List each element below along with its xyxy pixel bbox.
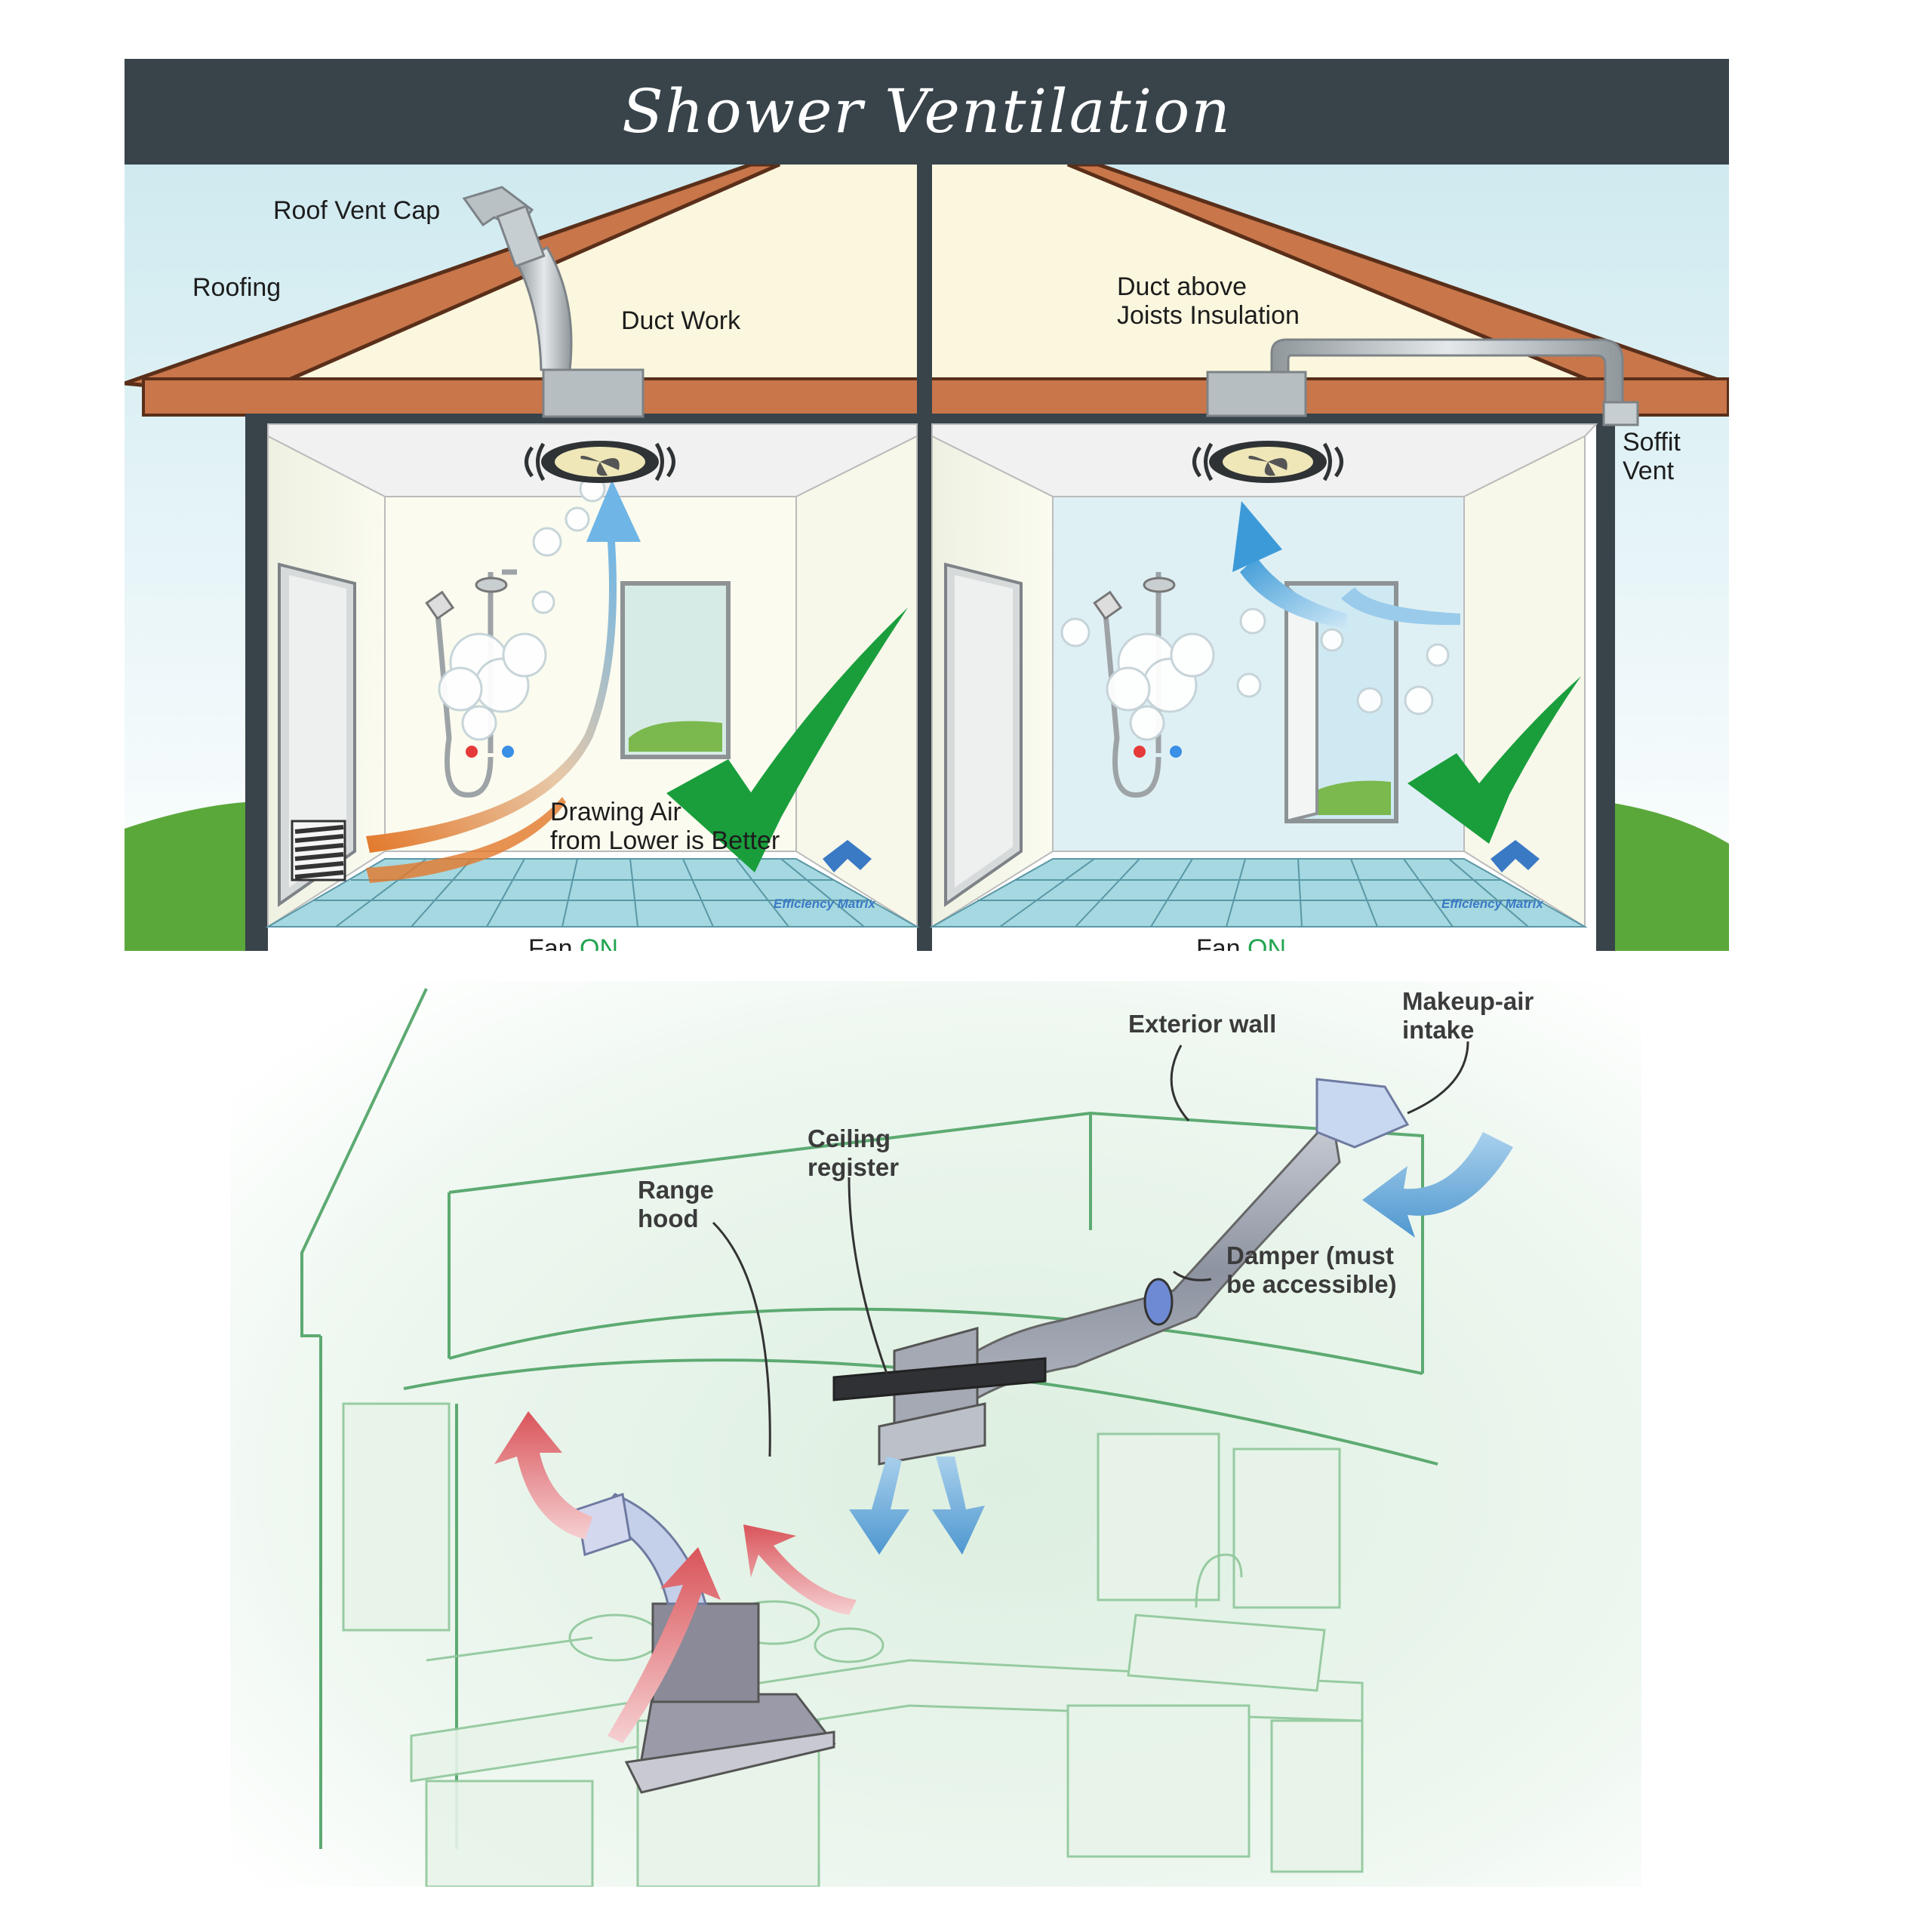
brand-right: Efficiency Matrix <box>1441 897 1543 911</box>
label-exterior-wall: Exterior wall <box>1128 1010 1277 1038</box>
label-damper-1: Damper (must <box>1226 1241 1394 1269</box>
grass-left <box>125 802 245 951</box>
label-soffit-2: Vent <box>1623 457 1675 485</box>
logo-icon <box>823 840 872 872</box>
makeup-air-duct <box>832 1078 1410 1466</box>
air-flow-arrow <box>366 542 617 853</box>
kitchen-cabinets <box>342 1402 1364 1887</box>
center-divider <box>917 165 932 951</box>
makeup-air-intake <box>1315 1078 1410 1149</box>
fan-status-prefix: Fan <box>1196 934 1241 951</box>
fan-status-left: Fan ON <box>528 934 618 951</box>
label-duct-work: Duct Work <box>621 306 741 335</box>
label-soffit-1: Soffit <box>1623 428 1681 457</box>
right-room <box>929 423 1598 951</box>
label-makeup-air-1: Makeup-air <box>1402 987 1534 1015</box>
shower-illustration <box>125 162 1729 951</box>
label-drawing-air-2: from Lower is Better <box>550 826 780 855</box>
fan-status-prefix: Fan <box>528 934 573 951</box>
supply-arrows <box>849 1132 1513 1555</box>
shower-ventilation-diagram: Shower Ventilation Roof Vent Cap Roofing… <box>125 59 1729 951</box>
damper-icon <box>1143 1278 1174 1326</box>
label-ceiling-register-2: register <box>808 1153 900 1181</box>
label-drawing-air-1: Drawing Air <box>550 798 681 826</box>
label-duct-above-2: Joists Insulation <box>1117 301 1300 330</box>
grass-right <box>1608 802 1729 951</box>
ceiling-joists <box>142 377 1729 417</box>
leader-lines <box>712 1041 1469 1457</box>
duct-work <box>462 186 645 418</box>
soffit-vent <box>1602 401 1639 426</box>
label-ceiling-register-1: Ceiling <box>808 1124 891 1152</box>
fan-status-value: ON <box>1247 934 1287 951</box>
label-damper-2: be accessible) <box>1226 1270 1397 1298</box>
page-title: Shower Ventilation <box>622 76 1232 146</box>
left-room <box>265 423 920 951</box>
logo-icon <box>1491 840 1540 872</box>
exhaust-arrows <box>494 1411 857 1743</box>
label-range-hood-1: Range <box>638 1176 714 1204</box>
label-roof-vent-cap: Roof Vent Cap <box>273 196 441 225</box>
ceiling-register <box>832 1357 1047 1401</box>
kitchen-illustration <box>230 981 1641 1887</box>
label-range-hood-2: hood <box>638 1204 699 1232</box>
check-icon <box>666 608 908 872</box>
label-duct-above-1: Duct above <box>1117 272 1247 301</box>
air-flow-arrow-right <box>1240 557 1347 629</box>
title-bar <box>125 59 1729 165</box>
kitchen-ventilation-diagram: Makeup-air intake Exterior wall Ceiling … <box>230 981 1641 1887</box>
fan-icon <box>525 441 675 483</box>
fan-status-value: ON <box>580 934 619 951</box>
label-makeup-air-2: intake <box>1402 1016 1475 1044</box>
label-roofing: Roofing <box>192 273 281 302</box>
fan-icon <box>1192 441 1343 483</box>
fan-status-right: Fan ON <box>1196 934 1286 951</box>
brand-left: Efficiency Matrix <box>774 897 875 911</box>
check-icon <box>1407 676 1581 844</box>
duct-above-insulation <box>1206 338 1639 426</box>
